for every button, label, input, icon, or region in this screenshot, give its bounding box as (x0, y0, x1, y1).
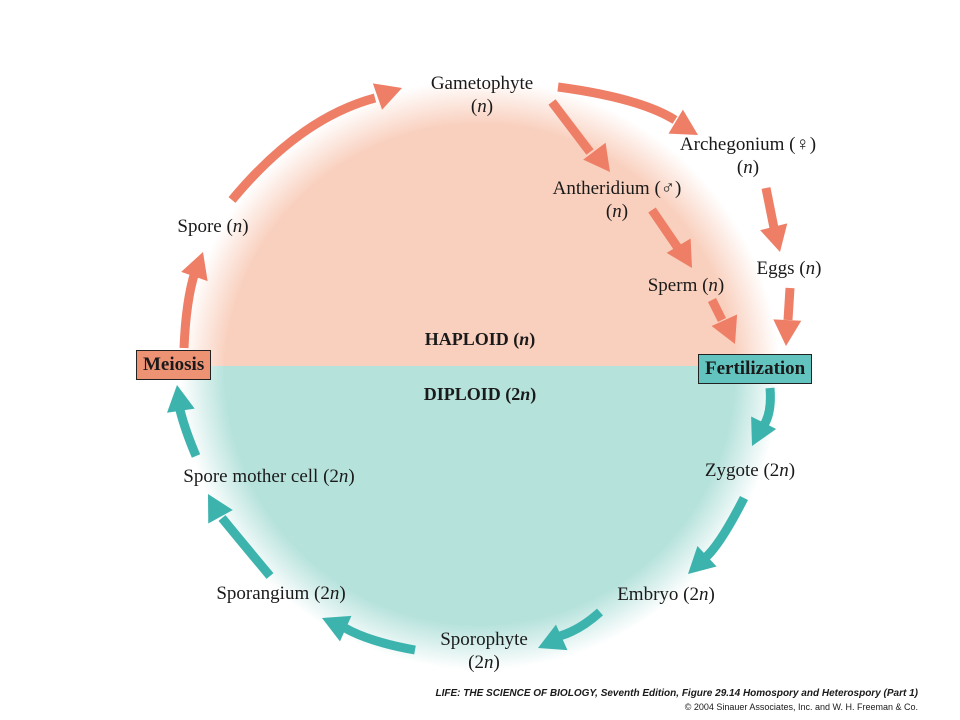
arrow-meiosis-to-spore-head (181, 252, 208, 282)
arrow-eggs-to-fertilization (783, 287, 795, 321)
cycle-arrows (167, 82, 802, 655)
arrow-meiosis-to-spore (179, 270, 200, 349)
stage-zygote: Zygote (2n) (704, 460, 796, 481)
arrow-archegonium-to-eggs (761, 187, 779, 229)
arrow-spore-mother-cell-to-meiosis-head (167, 385, 195, 413)
diploid-region (180, 366, 780, 675)
figure-credit: LIFE: THE SCIENCE OF BIOLOGY, Seventh Ed… (435, 688, 918, 699)
arrow-sperm-to-fertilization (707, 297, 727, 323)
arrow-eggs-to-fertilization-head (773, 319, 802, 346)
arrow-sporophyte-to-sporangium (342, 624, 416, 655)
arrow-gametophyte-to-antheridium-head (583, 142, 610, 172)
arrow-fertilization-to-zygote (760, 387, 775, 428)
arrow-zygote-to-embryo (701, 495, 749, 562)
arrow-sperm-to-fertilization-head (711, 314, 738, 344)
stage-spore: Spore (n) (177, 216, 249, 237)
arrow-sporangium-to-spore-mother-cell-head (208, 494, 233, 524)
arrow-archegonium-to-eggs-head (760, 223, 788, 252)
diploid-label: DIPLOID (2n) (423, 384, 537, 404)
stage-eggs: Eggs (n) (756, 258, 822, 279)
arrow-embryo-to-sporophyte (558, 608, 604, 641)
arrow-zygote-to-embryo-head (688, 546, 717, 574)
arrow-gametophyte-to-archegonium (557, 82, 678, 124)
arrow-spore-mother-cell-to-meiosis (175, 408, 201, 458)
arrow-gametophyte-to-antheridium (548, 99, 594, 155)
stage-gametophyte: Gametophyte (n) (430, 73, 534, 117)
stage-sporangium: Sporangium (2n) (216, 583, 346, 604)
arrow-antheridium-to-sperm (648, 207, 682, 251)
haploid-label: HAPLOID (n) (424, 329, 536, 349)
copyright: © 2004 Sinauer Associates, Inc. and W. H… (684, 702, 918, 712)
stage-archegonium: Archegonium (♀) (n) (679, 134, 817, 178)
arrow-spore-to-gametophyte (228, 93, 377, 203)
arrow-gametophyte-to-archegonium-head (668, 109, 698, 135)
arrow-embryo-to-sporophyte-head (538, 624, 568, 651)
stage-embryo: Embryo (2n) (617, 584, 715, 605)
arrow-fertilization-to-zygote-head (751, 416, 777, 446)
arrow-sporophyte-to-sporangium-head (322, 615, 352, 642)
stage-sporophyte: Sporophyte (2n) (440, 629, 528, 673)
arrow-spore-to-gametophyte-head (372, 83, 402, 110)
meiosis-box: Meiosis (136, 350, 212, 380)
arrow-sporangium-to-spore-mother-cell (218, 515, 274, 579)
arrow-antheridium-to-sperm-head (666, 238, 692, 268)
fertilization-box: Fertilization (698, 354, 813, 384)
haploid-region (180, 75, 780, 366)
stage-spore-mother-cell: Spore mother cell (2n) (183, 466, 355, 487)
stage-antheridium: Antheridium (♂) (n) (552, 178, 682, 222)
stage-sperm: Sperm (n) (647, 275, 725, 296)
